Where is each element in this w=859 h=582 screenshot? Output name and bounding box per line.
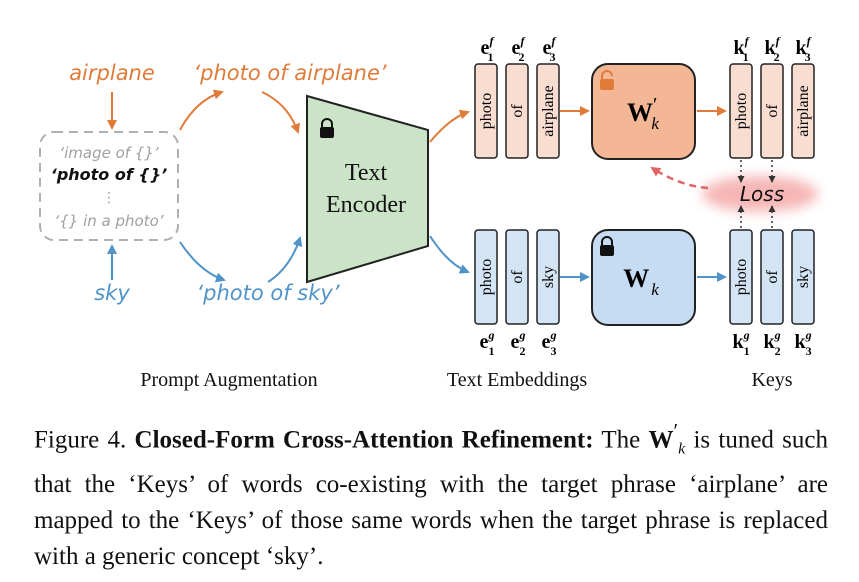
caption-prefix: Figure 4. bbox=[34, 426, 135, 454]
embedding-bottom-3 bbox=[536, 229, 560, 325]
embedding-bottom-1 bbox=[474, 229, 498, 325]
encoder-label-line2: Encoder bbox=[326, 192, 406, 218]
weight-matrix-original bbox=[591, 229, 696, 326]
section-label-keys: Keys bbox=[751, 369, 792, 391]
key-top-2-token: of bbox=[764, 104, 781, 118]
box-to-anchor-arrow bbox=[179, 241, 226, 283]
caption-sub: k bbox=[678, 440, 686, 458]
caption-matrix: W bbox=[648, 426, 674, 454]
loss-glow bbox=[702, 176, 818, 212]
encoder-to-top-embeddings-arrow bbox=[429, 109, 470, 143]
loss-label: Loss bbox=[740, 182, 784, 206]
embedding-top-3 bbox=[536, 63, 560, 159]
key-top-3-token: airplane bbox=[795, 85, 812, 137]
encoder-label-line1: Text bbox=[345, 160, 388, 186]
key-bottom-3 bbox=[791, 229, 815, 325]
embedding-bottom-3-token: sky bbox=[540, 266, 557, 288]
lock-icon bbox=[600, 236, 614, 256]
key-bottom-1-token: photo bbox=[733, 259, 750, 295]
embedding-top-1 bbox=[474, 63, 498, 159]
embedding-bottom-2 bbox=[505, 229, 529, 325]
encoder-lock-icon bbox=[320, 118, 334, 138]
key-top-1 bbox=[729, 63, 753, 159]
figure-caption: Figure 4. Closed-Form Cross-Attention Re… bbox=[34, 413, 828, 575]
template-ellipsis: ⋮ bbox=[102, 190, 116, 206]
target-prompt: ‘photo of airplane’ bbox=[193, 61, 386, 85]
key-top-3 bbox=[791, 63, 815, 159]
embedding-top-2-token: of bbox=[509, 104, 526, 118]
weight-refined-label: W′k bbox=[627, 94, 659, 133]
key-top-1-token: photo bbox=[733, 93, 750, 129]
embedding-bottom-2-token: of bbox=[509, 270, 526, 284]
section-label-prompt-augmentation: Prompt Augmentation bbox=[140, 369, 317, 391]
section-label-text-embeddings: Text Embeddings bbox=[447, 369, 587, 391]
encoder-to-bottom-embeddings-arrow bbox=[429, 235, 470, 274]
box-to-target-arrow bbox=[179, 89, 224, 131]
key-bottom-2 bbox=[760, 229, 784, 325]
caption-title: Closed-Form Cross-Attention Refinement: bbox=[134, 426, 594, 454]
target-prompt-to-encoder-arrow bbox=[261, 91, 301, 134]
template-2: ‘photo of {}’ bbox=[51, 165, 168, 184]
diagram: airplane ‘photo of airplane’ ‘image of {… bbox=[39, 34, 818, 391]
embedding-top-1-token: photo bbox=[478, 93, 495, 129]
key-bottom-2-token: of bbox=[764, 270, 781, 284]
caption-body: is tuned such that the ‘Keys’ of words c… bbox=[34, 426, 829, 571]
template-1: ‘image of {}’ bbox=[59, 144, 159, 162]
key-bottom-1 bbox=[729, 229, 753, 325]
embedding-top-2 bbox=[505, 63, 529, 159]
weight-matrix-refined bbox=[591, 63, 696, 160]
caption-lead: The bbox=[593, 426, 649, 454]
key-top-2 bbox=[760, 63, 784, 159]
embedding-top-3-token: airplane bbox=[540, 85, 557, 137]
target-word: airplane bbox=[69, 61, 155, 85]
text-encoder bbox=[306, 94, 429, 284]
caption-prime: ′ bbox=[673, 419, 679, 443]
anchor-prompt: ‘photo of sky’ bbox=[196, 281, 339, 305]
embedding-bottom-1-token: photo bbox=[478, 259, 495, 295]
template-box bbox=[39, 131, 179, 241]
key-bottom-3-token: sky bbox=[795, 266, 812, 288]
unlock-icon bbox=[600, 70, 614, 90]
template-3: ‘{} in a photo’ bbox=[54, 212, 163, 230]
anchor-word: sky bbox=[94, 281, 130, 305]
loss-to-weight-arrow bbox=[650, 166, 709, 190]
anchor-prompt-to-encoder-arrow bbox=[267, 236, 303, 283]
